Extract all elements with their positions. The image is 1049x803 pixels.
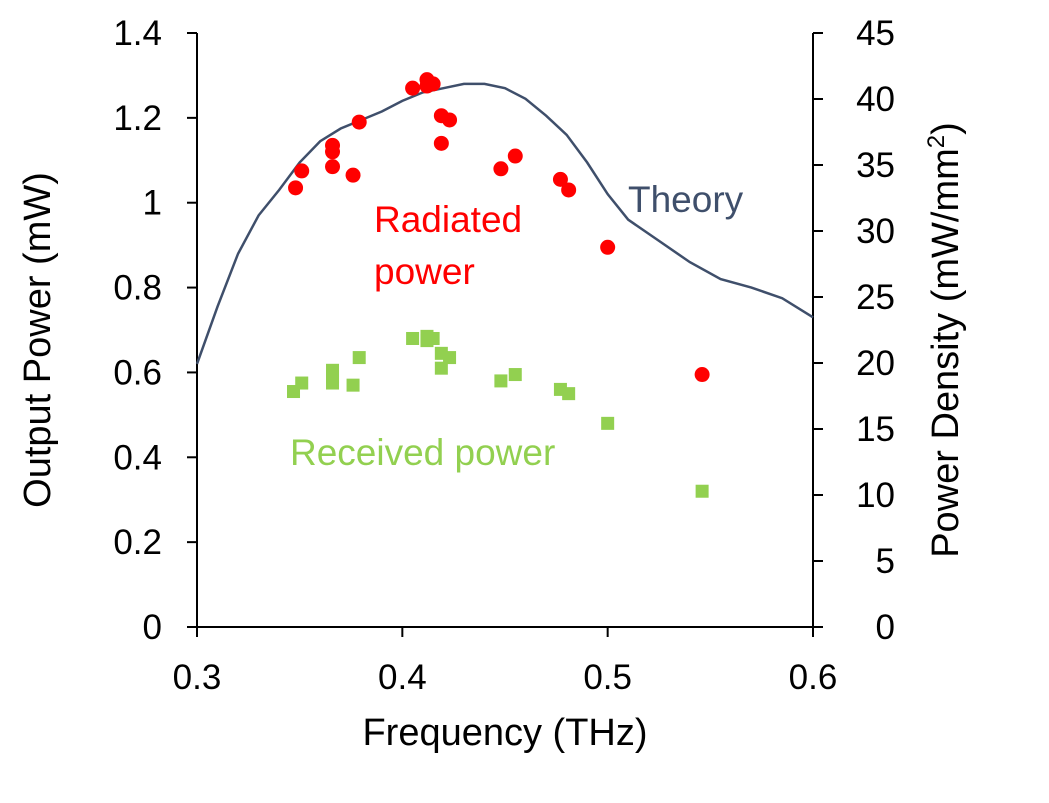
plot-frame [196,33,814,628]
y-axis-right-label: Power Density (mW/mm2) [923,122,967,558]
radiated-power-point [288,180,304,196]
y-axis-right-label-main: Power Density (mW/mm [925,148,967,558]
y-left-tick-label: 1 [143,184,162,223]
y-axis-right-label-superscript: 2 [923,135,950,148]
received-power-point [494,374,508,388]
x-axis-label: Frequency (THz) [362,712,647,754]
y-right-tick-label: 5 [876,542,895,581]
y-left-tick-label: 1.4 [113,14,162,53]
radiated-power-point [433,135,449,151]
y-right-tick-label: 40 [856,80,895,119]
series-layer [195,72,814,498]
radiated-power-point [425,76,441,92]
radiated-power-point [351,114,367,130]
radiated-power-point [442,112,458,128]
theory-label: Theory [628,179,744,220]
y-left-tick-label: 0.2 [113,523,162,562]
y-axis-left-ticks: 0 0.2 0.4 0.6 0.8 1 1.2 1.4 [113,14,197,647]
received-power-point [326,363,340,377]
radiated-power-point [325,137,341,153]
received-power-point [562,387,576,401]
received-power-point [406,331,420,345]
x-tick-label: 0.6 [789,658,838,697]
y-left-tick-label: 0 [143,608,162,647]
radiated-power-point [600,239,616,255]
received-power-point [346,378,360,392]
radiated-power-point [405,80,421,96]
radiated-power-point [694,367,710,383]
received-power-label: Received power [290,432,555,473]
y-right-tick-label: 10 [856,476,895,515]
radiated-power-point [325,159,341,175]
y-right-tick-label: 25 [856,278,895,317]
y-right-tick-label: 0 [876,608,895,647]
received-power-point [352,351,366,365]
radiated-power-point [507,148,523,164]
x-axis-ticks: 0.3 0.4 0.5 0.6 [173,627,838,697]
y-right-tick-label: 35 [856,146,895,185]
radiated-power-label: power [374,251,475,292]
received-power-point [508,368,522,382]
received-power-point [295,376,309,390]
radiated-power-point [552,171,568,187]
x-tick-label: 0.3 [173,658,222,697]
received-power-point [434,361,448,375]
y-left-tick-label: 0.4 [113,438,162,477]
received-power-point [601,416,615,430]
radiated-power-label: Radiated [374,199,522,240]
y-left-tick-label: 0.8 [113,269,162,308]
y-right-tick-label: 30 [856,212,895,251]
y-right-tick-label: 20 [856,344,895,383]
radiated-power-point [561,182,577,198]
radiated-power-point [345,167,361,183]
y-left-tick-label: 1.2 [113,99,162,138]
theory-line [195,82,814,365]
y-left-tick-label: 0.6 [113,353,162,392]
y-axis-right-label-close: ) [925,122,967,135]
y-axis-left-label: Output Power (mW) [17,172,59,508]
received-power-point [426,331,440,345]
y-right-tick-label: 45 [856,14,895,53]
x-tick-label: 0.4 [378,658,427,697]
radiated-power-point [294,163,310,179]
y-right-tick-label: 15 [856,410,895,449]
x-tick-label: 0.5 [583,658,632,697]
received-power-point [695,484,709,498]
y-axis-right-ticks: 0 5 10 15 20 25 30 35 40 45 [813,14,895,647]
received-power-point [443,351,457,365]
radiated-power-point [493,161,509,177]
